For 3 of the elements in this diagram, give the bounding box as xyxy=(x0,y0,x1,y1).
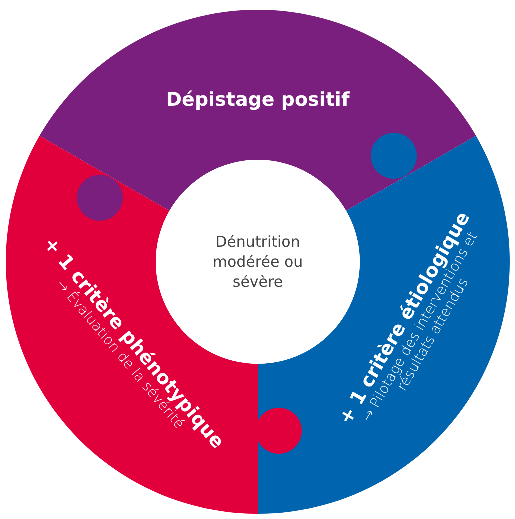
segment-heading: Dépistage positif xyxy=(166,89,350,111)
center-text: Dénutrition modérée ou sévère xyxy=(212,232,304,292)
puzzle-piece xyxy=(6,136,304,514)
